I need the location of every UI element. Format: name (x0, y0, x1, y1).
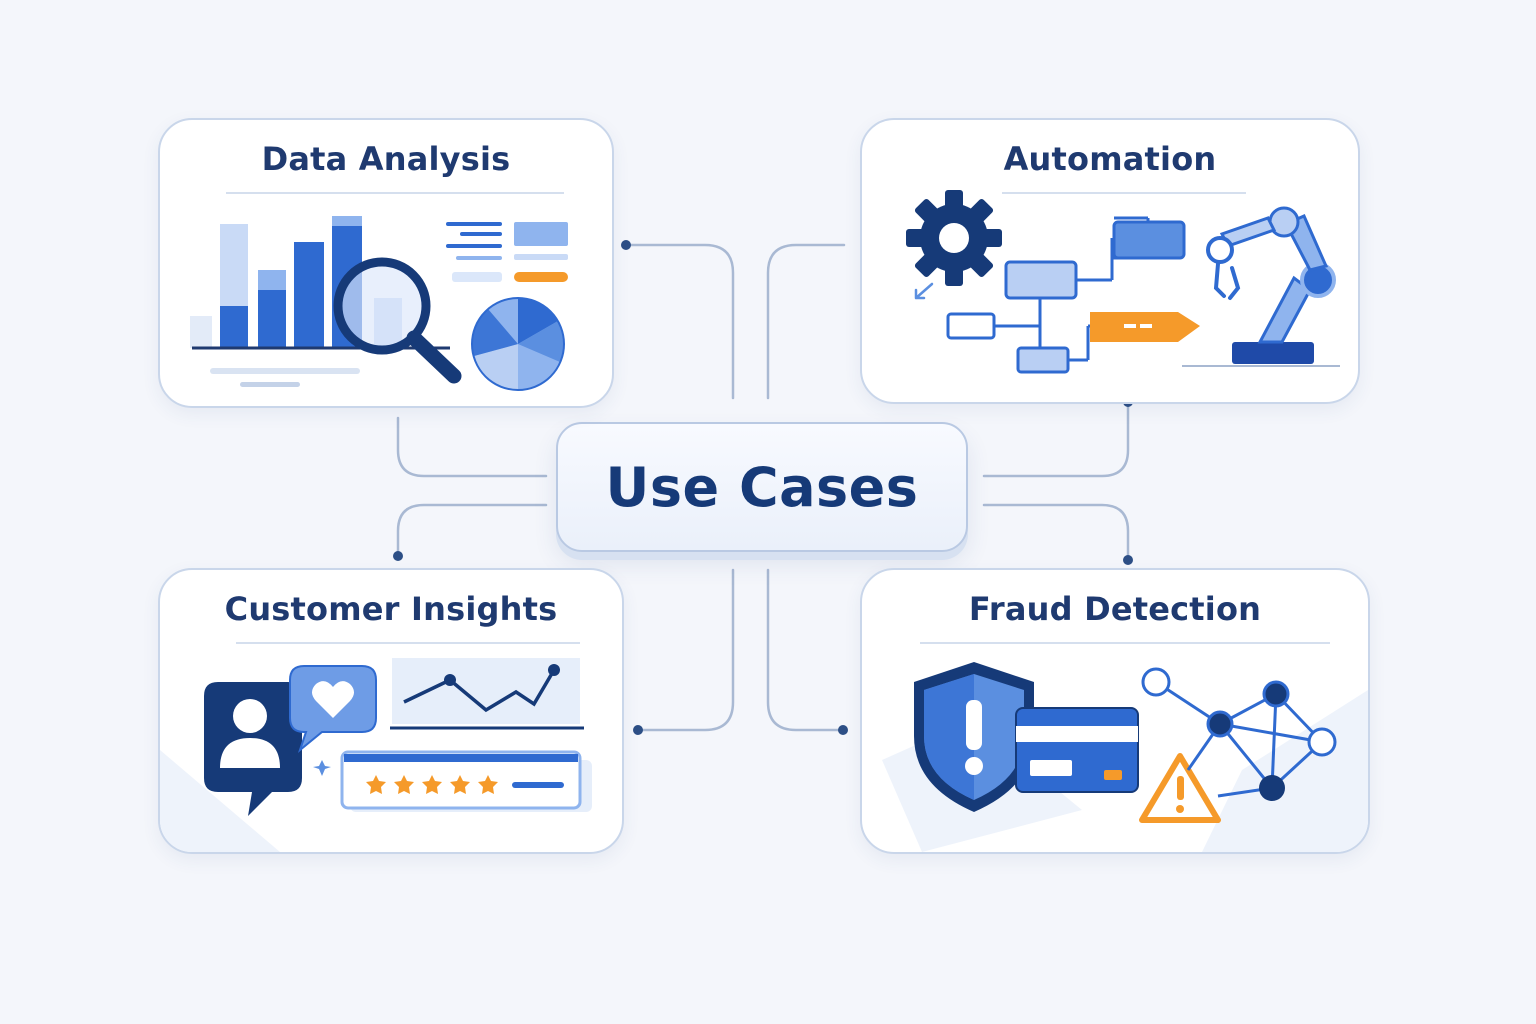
shield-alert-icon (914, 662, 1034, 812)
card-divider (1002, 192, 1246, 194)
card-divider (920, 642, 1330, 644)
connector-dot (633, 725, 643, 735)
data-analysis-illustration (190, 216, 568, 391)
card-data-analysis: Data Analysis (158, 118, 614, 408)
robot-arm-icon (1182, 206, 1340, 367)
center-title: Use Cases (605, 455, 919, 519)
connector-dot (621, 240, 631, 250)
network-nodes (1141, 667, 1337, 801)
connector-dot (838, 725, 848, 735)
arrow-icon (914, 282, 934, 300)
card-title-fraud-detection: Fraud Detection (968, 590, 1262, 628)
heart-icon (289, 665, 377, 753)
report-lines-icon (446, 222, 568, 282)
card-title-data-analysis: Data Analysis (261, 140, 511, 178)
fraud-detection-illustration (882, 662, 1368, 852)
trend-chart-icon (390, 658, 584, 730)
magnifier-icon (333, 257, 462, 384)
connector-dot (393, 551, 403, 561)
card-automation: Automation (860, 118, 1360, 404)
automation-illustration (906, 190, 1340, 374)
card-customer-insights: Customer Insights (158, 568, 624, 854)
rating-card-icon (340, 750, 592, 812)
warning-icon (1139, 753, 1221, 823)
gear-icon (906, 190, 1002, 286)
card-title-automation: Automation (1003, 140, 1217, 178)
connector-dot (1123, 555, 1133, 565)
card-title-customer-insights: Customer Insights (224, 590, 558, 628)
sparkle-icon (313, 760, 331, 776)
credit-card-icon (1015, 707, 1139, 793)
card-fraud-detection: Fraud Detection (860, 568, 1370, 854)
user-profile-icon (204, 682, 302, 816)
customer-insights-illustration (160, 658, 592, 852)
pie-chart-icon (471, 297, 565, 391)
card-divider (226, 192, 564, 194)
center-node: Use Cases (556, 422, 968, 552)
card-divider (236, 642, 580, 644)
